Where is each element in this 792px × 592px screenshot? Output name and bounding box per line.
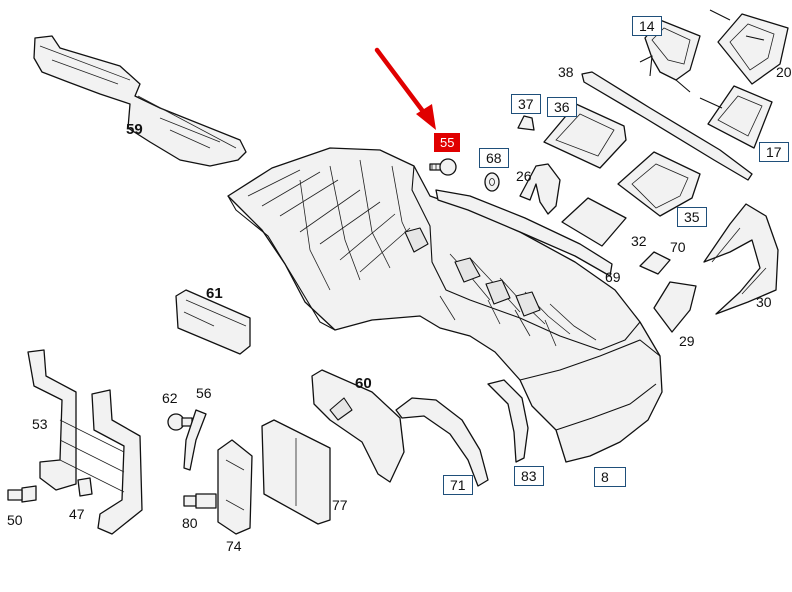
part-71-trim <box>395 397 489 487</box>
part-20-frame <box>709 9 789 85</box>
label-83: 83 <box>514 466 544 486</box>
part-61-block <box>175 289 251 355</box>
part-37-clip <box>517 115 535 131</box>
part-17-frame <box>699 85 773 149</box>
label-8: 8 <box>594 467 626 487</box>
part-56-bracket <box>183 409 207 471</box>
part-47-nut <box>77 477 93 497</box>
label-60: 60 <box>355 375 372 392</box>
part-70-cover <box>639 251 671 275</box>
label-59: 59 <box>126 121 143 138</box>
part-29-insert <box>653 281 697 333</box>
label-37: 37 <box>511 94 541 114</box>
label-35: 35 <box>677 207 707 227</box>
label-70: 70 <box>670 239 686 255</box>
part-26-bracket <box>519 163 561 215</box>
label-68: 68 <box>479 148 509 168</box>
part-74-plate <box>217 439 253 535</box>
part-77-plate <box>261 419 331 525</box>
label-14: 14 <box>632 16 662 36</box>
label-50: 50 <box>7 512 23 528</box>
part-62-bolt <box>167 413 193 431</box>
label-62: 62 <box>162 390 178 406</box>
label-30: 30 <box>756 294 772 310</box>
red-arrow-icon <box>374 47 436 130</box>
label-61: 61 <box>206 285 223 302</box>
label-26: 26 <box>516 168 532 184</box>
part-68-washer <box>484 172 500 192</box>
part-83-side-strip <box>487 379 529 463</box>
label-38: 38 <box>558 64 574 80</box>
label-20: 20 <box>776 64 792 80</box>
label-32: 32 <box>631 233 647 249</box>
part-55-bolt <box>429 158 457 176</box>
label-17: 17 <box>759 142 789 162</box>
part-32-cover <box>561 197 627 247</box>
label-53: 53 <box>32 416 48 432</box>
part-60-absorber <box>311 369 405 483</box>
label-71: 71 <box>443 475 473 495</box>
label-29: 29 <box>679 333 695 349</box>
part-38-strip <box>581 71 753 181</box>
label-47: 47 <box>69 506 85 522</box>
label-77: 77 <box>332 497 348 513</box>
label-74: 74 <box>226 538 242 554</box>
label-80: 80 <box>182 515 198 531</box>
part-50-bolt <box>7 485 37 503</box>
label-56: 56 <box>196 385 212 401</box>
part-59-absorber <box>33 35 247 167</box>
label-36: 36 <box>547 97 577 117</box>
part-35-housing <box>617 151 701 217</box>
part-8-bumper-cover <box>227 147 663 463</box>
part-80-bolt <box>183 493 217 509</box>
part-53-bracket <box>27 349 143 535</box>
part-69-trim-strip <box>435 189 613 277</box>
label-55-highlighted: 55 <box>434 133 461 152</box>
label-69: 69 <box>605 269 621 285</box>
part-30-side-bracket <box>703 203 779 315</box>
